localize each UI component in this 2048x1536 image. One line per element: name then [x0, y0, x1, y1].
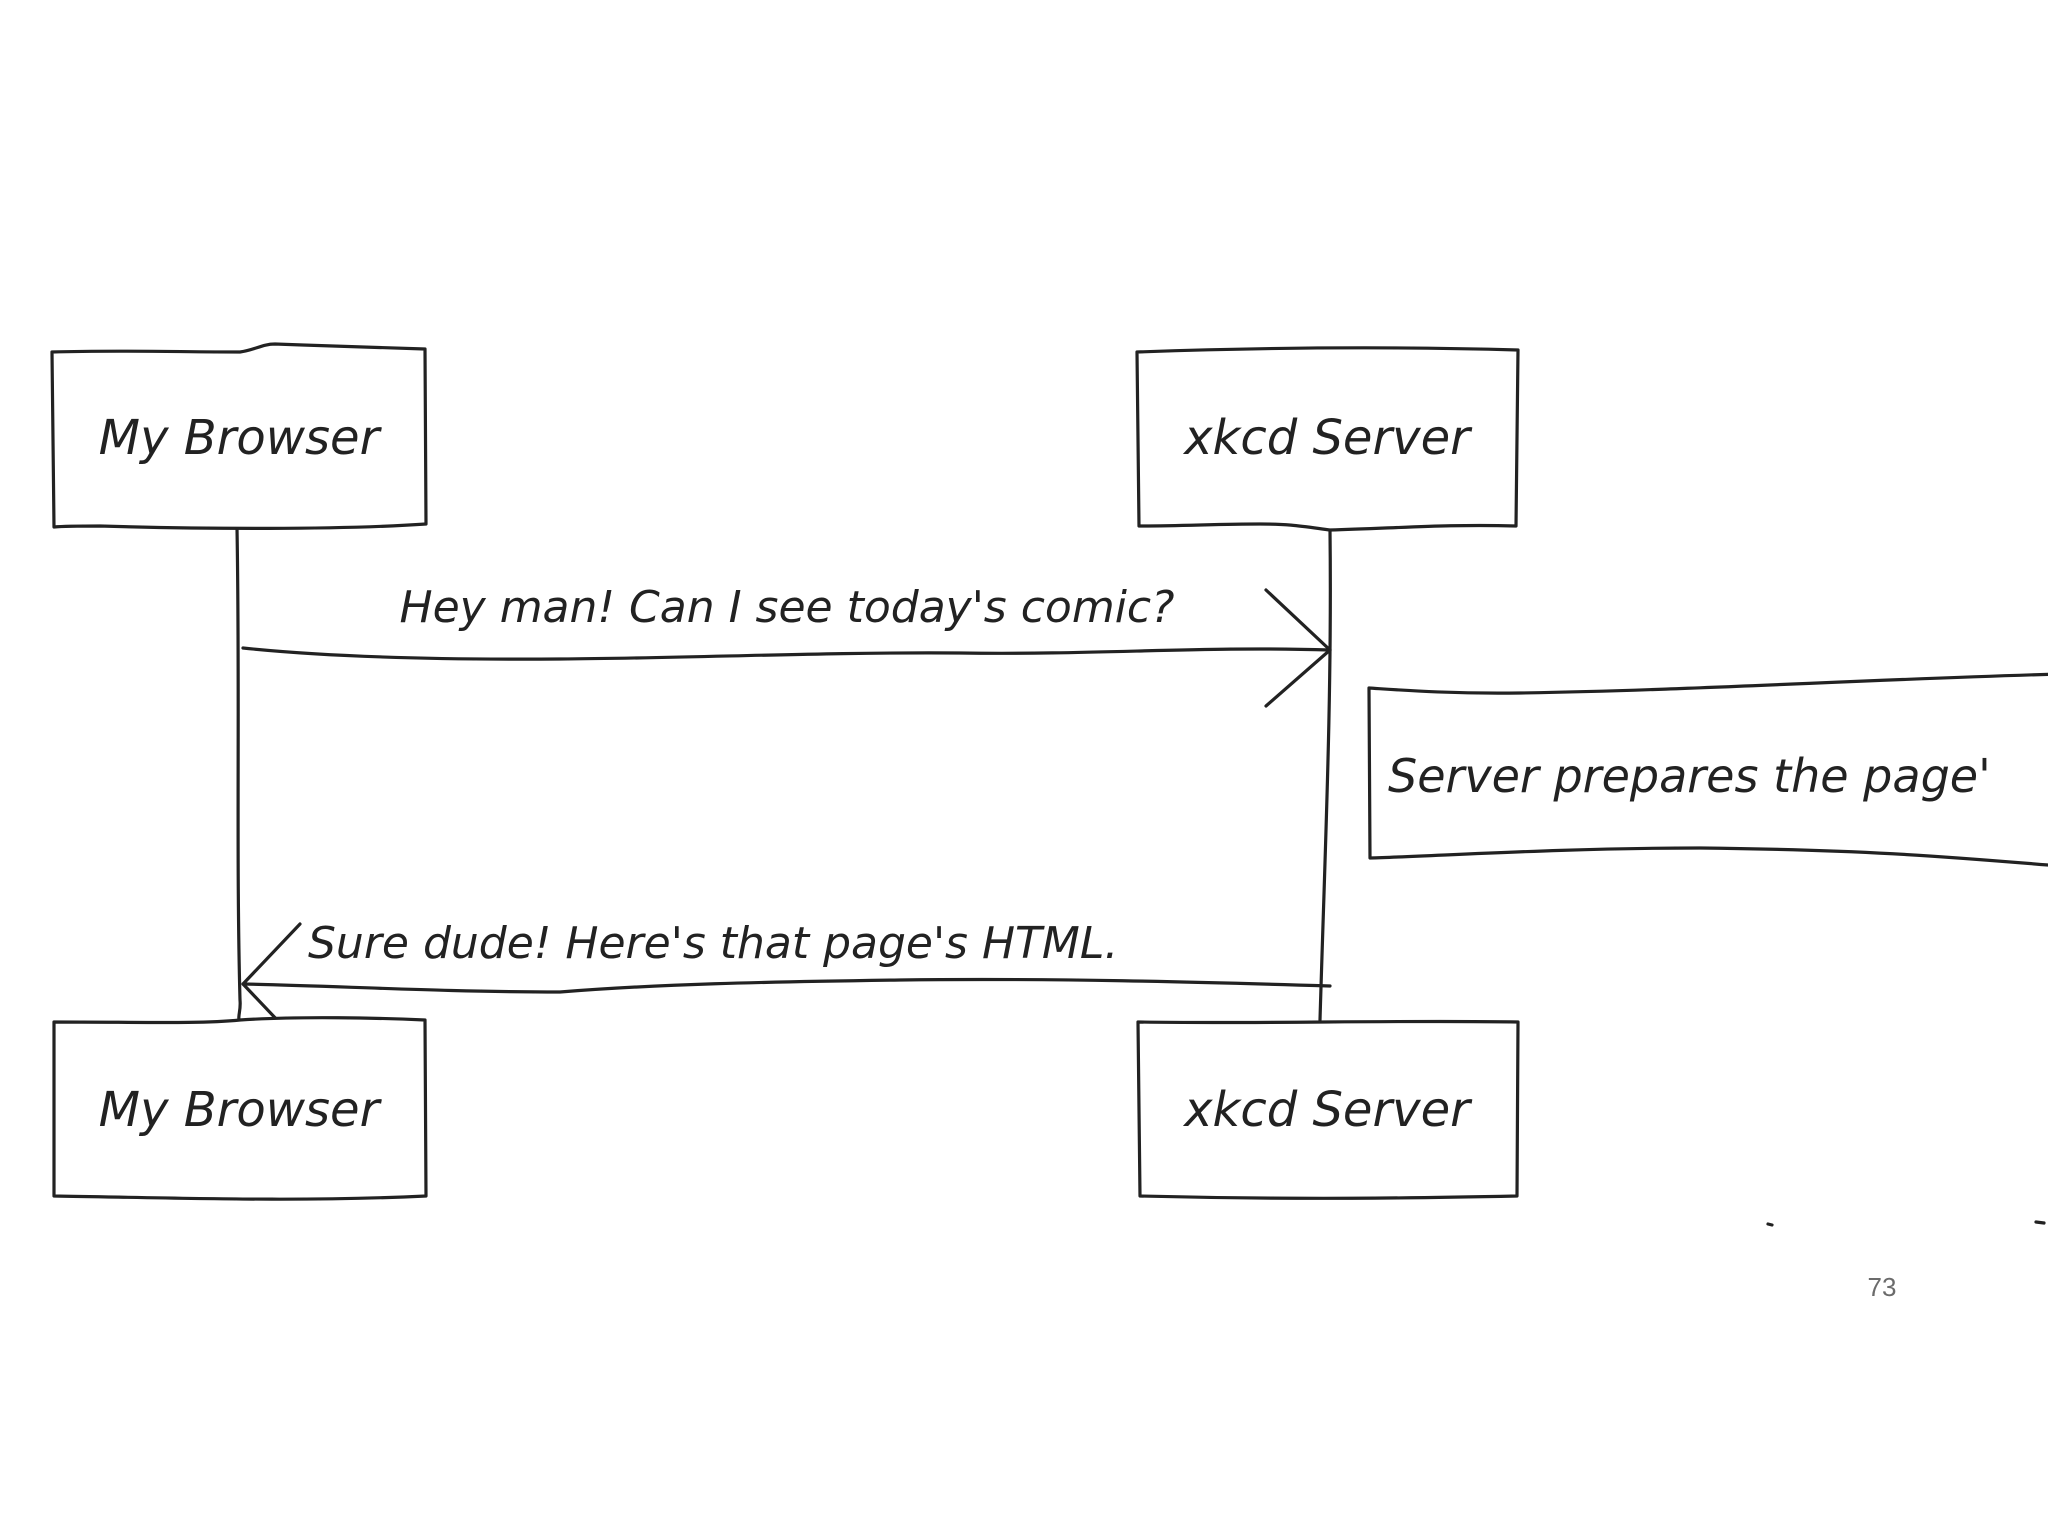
- message-label: Hey man! Can I see today's comic?: [400, 582, 1175, 633]
- participant-xkcd-server-bottom: xkcd Server: [1136, 1019, 1520, 1200]
- message-label: Sure dude! Here's that page's HTML.: [308, 918, 1118, 969]
- participant-label: xkcd Server: [1182, 410, 1473, 466]
- request-arrowhead: [1264, 588, 1332, 708]
- participant-my-browser-top: My Browser: [50, 342, 428, 530]
- participant-box: [52, 1016, 428, 1201]
- response-arrow-line: [241, 977, 1332, 994]
- participant-xkcd-server-top: xkcd Server: [1135, 346, 1520, 532]
- page-number: 73: [1867, 1272, 1897, 1302]
- participant-label: My Browser: [99, 1082, 383, 1138]
- participant-box: [50, 342, 428, 530]
- participant-label: xkcd Server: [1182, 1082, 1473, 1138]
- participant-my-browser-bottom: My Browser: [52, 1016, 428, 1201]
- browser-lifeline: [235, 526, 242, 1022]
- note-label: Server prepares the page': [1388, 749, 1991, 803]
- participant-box: [1136, 1019, 1520, 1200]
- participant-box: [1135, 346, 1520, 532]
- participant-label: My Browser: [99, 410, 383, 466]
- note-server-prepares: Server prepares the page': [1367, 672, 2048, 867]
- request-arrow-line: [241, 646, 1332, 661]
- stray-mark: [2034, 1220, 2046, 1225]
- message-response: Sure dude! Here's that page's HTML.: [241, 918, 1332, 1046]
- note-box: [1367, 672, 2048, 867]
- server-lifeline: [1318, 528, 1332, 1022]
- message-request: Hey man! Can I see today's comic?: [241, 582, 1332, 708]
- stray-mark: [1766, 1222, 1774, 1227]
